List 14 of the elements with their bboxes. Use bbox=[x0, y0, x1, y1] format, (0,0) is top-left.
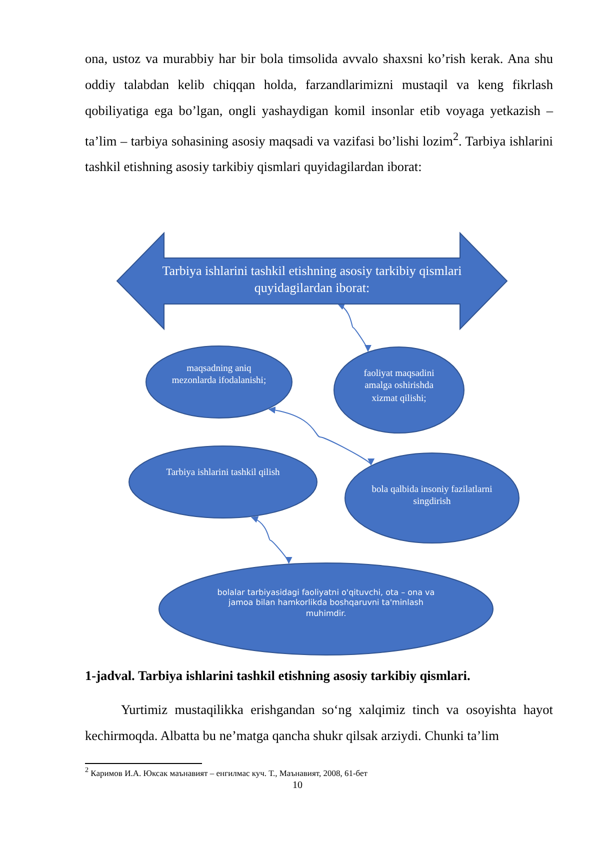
node-text: Tarbiya ishlarini tashkil etishning asosiy tarkibiy qismlari quyidagilardan iborat: bbox=[161, 263, 463, 297]
node-text: Tarbiya ishlarini tashkil qilish bbox=[165, 467, 281, 480]
node-text: maqsadning aniq mezonlarda ifodalanishi; bbox=[170, 363, 268, 388]
table-caption: 1-jadval. Tarbiya ishlarini tashkil etishning asosiy tarkibiy qismlari. bbox=[85, 668, 470, 684]
page-number: 10 bbox=[292, 780, 304, 791]
node-text: bola qalbida insoniy fazilatlarni singdirish bbox=[370, 484, 494, 509]
curved-arrow bbox=[268, 406, 372, 466]
body-paragraph: ona, ustoz va murabbiy har bir bola timsolida avvalo shaxsni ko’rish kerak. Ana shu oddiy talabdan kelib chiqqan holda, farzandlarimizni mustaqil va keng fikrlash qobiliyatiga ega bo’lgan, ongli yashaydigan komil insonlar etib voyaga yetkazish – ta’lim – tarbiya sohasining asosiy maqsadi va vazifasi bo’lishi lozim$^{2}$. Tarbiya ishlarini tashkil etishning asosiy tarkibiy qismlari quyidagilardan iborat: bbox=[85, 50, 553, 176]
footnote-text: $^{2}$ Каримов И.А. Юксак маънавият – енгилмас куч. Т., Маънавият, 2008, 61-бет bbox=[85, 766, 368, 778]
node-text: faoliyat maqsadini amalga oshirishda xizmat qilishi; bbox=[362, 368, 436, 406]
curved-arrow bbox=[338, 304, 370, 352]
curved-arrow bbox=[250, 516, 291, 564]
node-text: bolalar tarbiyasidagi faoliyatni o'qituvchi, ota – ona va jamoa bilan hamkorlikda boshqaruvni ta'minlash muhimdir. bbox=[216, 588, 436, 620]
body-paragraph: Yurtimiz mustaqilikka erishgandan so‘ng xalqimiz tinch va osoyishta hayot kechirmoqda. Albatta bu ne’matga qancha shukr qilsak arziydi. Chunki ta’lim bbox=[85, 701, 553, 745]
